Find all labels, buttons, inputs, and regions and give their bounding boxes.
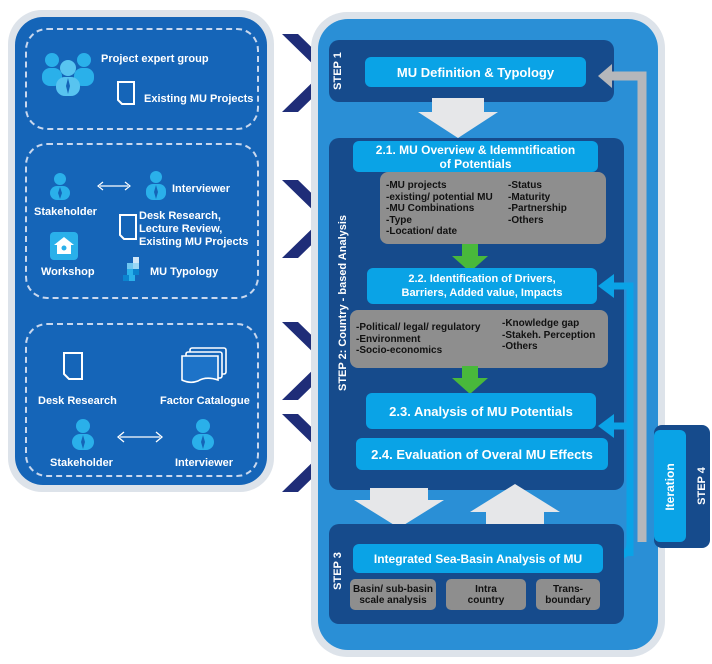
double-arrow-icon bbox=[97, 181, 131, 191]
input-group-3 bbox=[25, 323, 259, 477]
stakeholder-label: Stakeholder bbox=[34, 206, 97, 218]
step2-2-box: 2.2. Identification of Drivers, Barriers… bbox=[367, 268, 597, 304]
existing-projects-label: Existing MU Projects bbox=[144, 93, 254, 105]
interviewer-label: Interviewer bbox=[175, 457, 234, 469]
document-icon bbox=[117, 81, 135, 105]
catalogue-icon bbox=[181, 347, 227, 384]
workshop-label: Workshop bbox=[41, 266, 95, 278]
factor-catalogue-label: Factor Catalogue bbox=[160, 395, 250, 407]
document-icon bbox=[63, 352, 83, 380]
step2-3-box: 2.3. Analysis of MU Potentials bbox=[366, 393, 596, 429]
iteration-label: Iteration bbox=[663, 463, 677, 511]
stakeholder-label: Stakeholder bbox=[50, 457, 113, 469]
typology-icon bbox=[123, 257, 139, 281]
expert-group-label: Project expert group bbox=[101, 53, 209, 65]
step2-1-box: 2.1. MU Overview & Idemntification of Po… bbox=[353, 141, 598, 172]
green-arrow bbox=[452, 244, 488, 272]
step3-box: Integrated Sea-Basin Analysis of MU bbox=[353, 544, 603, 573]
input-group-2 bbox=[25, 143, 259, 299]
stakeholder-icon bbox=[72, 419, 94, 450]
interviewer-label: Interviewer bbox=[172, 183, 231, 195]
iteration-box bbox=[654, 430, 686, 542]
transboundary-box: Trans-boundary bbox=[536, 579, 600, 610]
down-arrow bbox=[418, 98, 498, 138]
step1-label: STEP 1 bbox=[332, 52, 344, 90]
document-icon bbox=[119, 214, 137, 240]
step3-label: STEP 3 bbox=[332, 552, 344, 590]
stakeholder-icon bbox=[50, 173, 70, 200]
step2-2-list: -Political/ legal/ regulatory -Environme… bbox=[350, 310, 608, 368]
desk-research-label: Desk Research, Lecture Review, Existing … bbox=[139, 210, 249, 248]
mu-typology-label: MU Typology bbox=[150, 266, 219, 278]
step2-1-list: -MU projects -existing/ potential MU -MU… bbox=[380, 172, 606, 244]
step2-4-box: 2.4. Evaluation of Overal MU Effects bbox=[356, 438, 608, 470]
down-arrow bbox=[354, 488, 444, 528]
green-arrow bbox=[452, 366, 488, 394]
up-arrow bbox=[470, 484, 560, 524]
expert-group-icon bbox=[42, 53, 94, 96]
input-group-1 bbox=[25, 28, 259, 130]
double-arrow-icon bbox=[116, 431, 164, 443]
interviewer-icon bbox=[192, 419, 214, 450]
step1-box: MU Definition & Typology bbox=[365, 57, 586, 87]
step4-label: STEP 4 bbox=[696, 467, 708, 505]
step2-label: STEP 2: Country - based Analysis bbox=[337, 214, 349, 391]
feedback-arrow bbox=[598, 64, 647, 542]
desk-research-label: Desk Research bbox=[38, 395, 117, 407]
interviewer-icon bbox=[146, 171, 166, 200]
workshop-icon bbox=[50, 232, 78, 260]
